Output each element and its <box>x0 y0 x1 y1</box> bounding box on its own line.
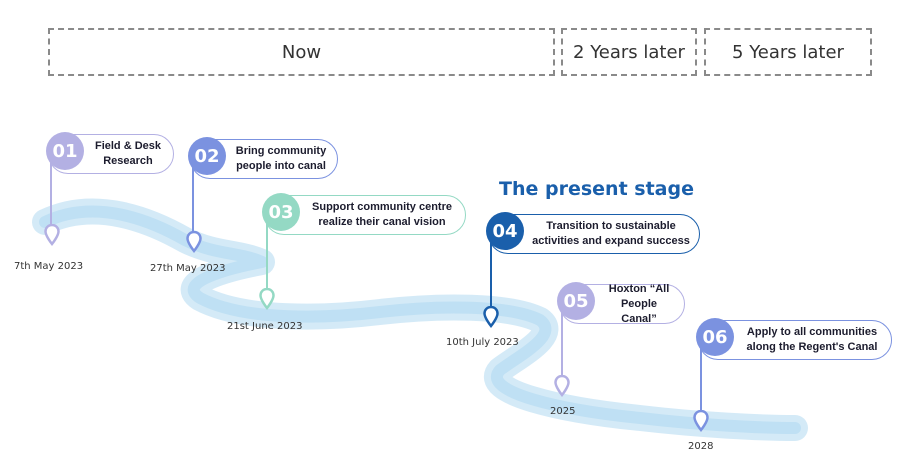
step-02-title: Bring community people into canal <box>235 145 327 172</box>
step-06-title: Apply to all communities along the Regen… <box>746 326 878 353</box>
step-05-badge: 05 <box>557 282 595 320</box>
step-01-badge: 01 <box>46 132 84 170</box>
step-01-connector <box>50 156 52 228</box>
step-01-date: 7th May 2023 <box>14 261 84 272</box>
step-03-date: 21st June 2023 <box>227 321 303 332</box>
location-pin-icon <box>44 224 60 246</box>
step-02-card: 02 Bring community people into canal <box>188 137 338 179</box>
phase-five-years-label: 5 Years later <box>732 41 844 63</box>
location-pin-icon <box>186 231 202 253</box>
step-06-badge: 06 <box>696 318 734 356</box>
step-04-connector <box>490 236 492 310</box>
step-05-date: 2025 <box>550 406 576 417</box>
step-05-connector <box>561 306 563 378</box>
step-05-title: Hoxton “All People Canal” <box>608 282 670 325</box>
phase-now-label: Now <box>281 41 322 63</box>
location-pin-icon <box>554 375 570 397</box>
phase-five-years: 5 Years later <box>704 28 872 76</box>
phase-two-years: 2 Years later <box>561 28 697 76</box>
step-02-badge: 02 <box>188 137 226 175</box>
step-03-connector <box>266 216 268 292</box>
location-pin-icon <box>259 288 275 310</box>
step-02-connector <box>192 160 194 234</box>
step-04-date: 10th July 2023 <box>446 337 519 348</box>
step-06-connector <box>700 342 702 412</box>
step-03-badge: 03 <box>262 193 300 231</box>
step-02-date: 27th May 2023 <box>150 263 226 274</box>
phase-two-years-label: 2 Years later <box>573 41 685 63</box>
step-06-card: 06 Apply to all communities along the Re… <box>696 318 892 360</box>
step-04-badge: 04 <box>486 212 524 250</box>
present-stage-heading: The present stage <box>499 178 694 200</box>
location-pin-icon <box>483 306 499 328</box>
step-05-card: 05 Hoxton “All People Canal” <box>557 282 685 325</box>
step-01-title: Field & Desk Research <box>94 140 162 167</box>
step-04-card: 04 Transition to sustainable activities … <box>486 212 700 254</box>
phase-now: Now <box>48 28 555 76</box>
step-03-card: 03 Support community centre realize thei… <box>262 193 466 235</box>
step-03-title: Support community centre realize their c… <box>312 201 452 228</box>
location-pin-icon <box>693 410 709 432</box>
step-01-card: 01 Field & Desk Research <box>46 132 174 174</box>
step-06-date: 2028 <box>688 441 714 452</box>
step-04-title: Transition to sustainable activities and… <box>532 220 690 247</box>
